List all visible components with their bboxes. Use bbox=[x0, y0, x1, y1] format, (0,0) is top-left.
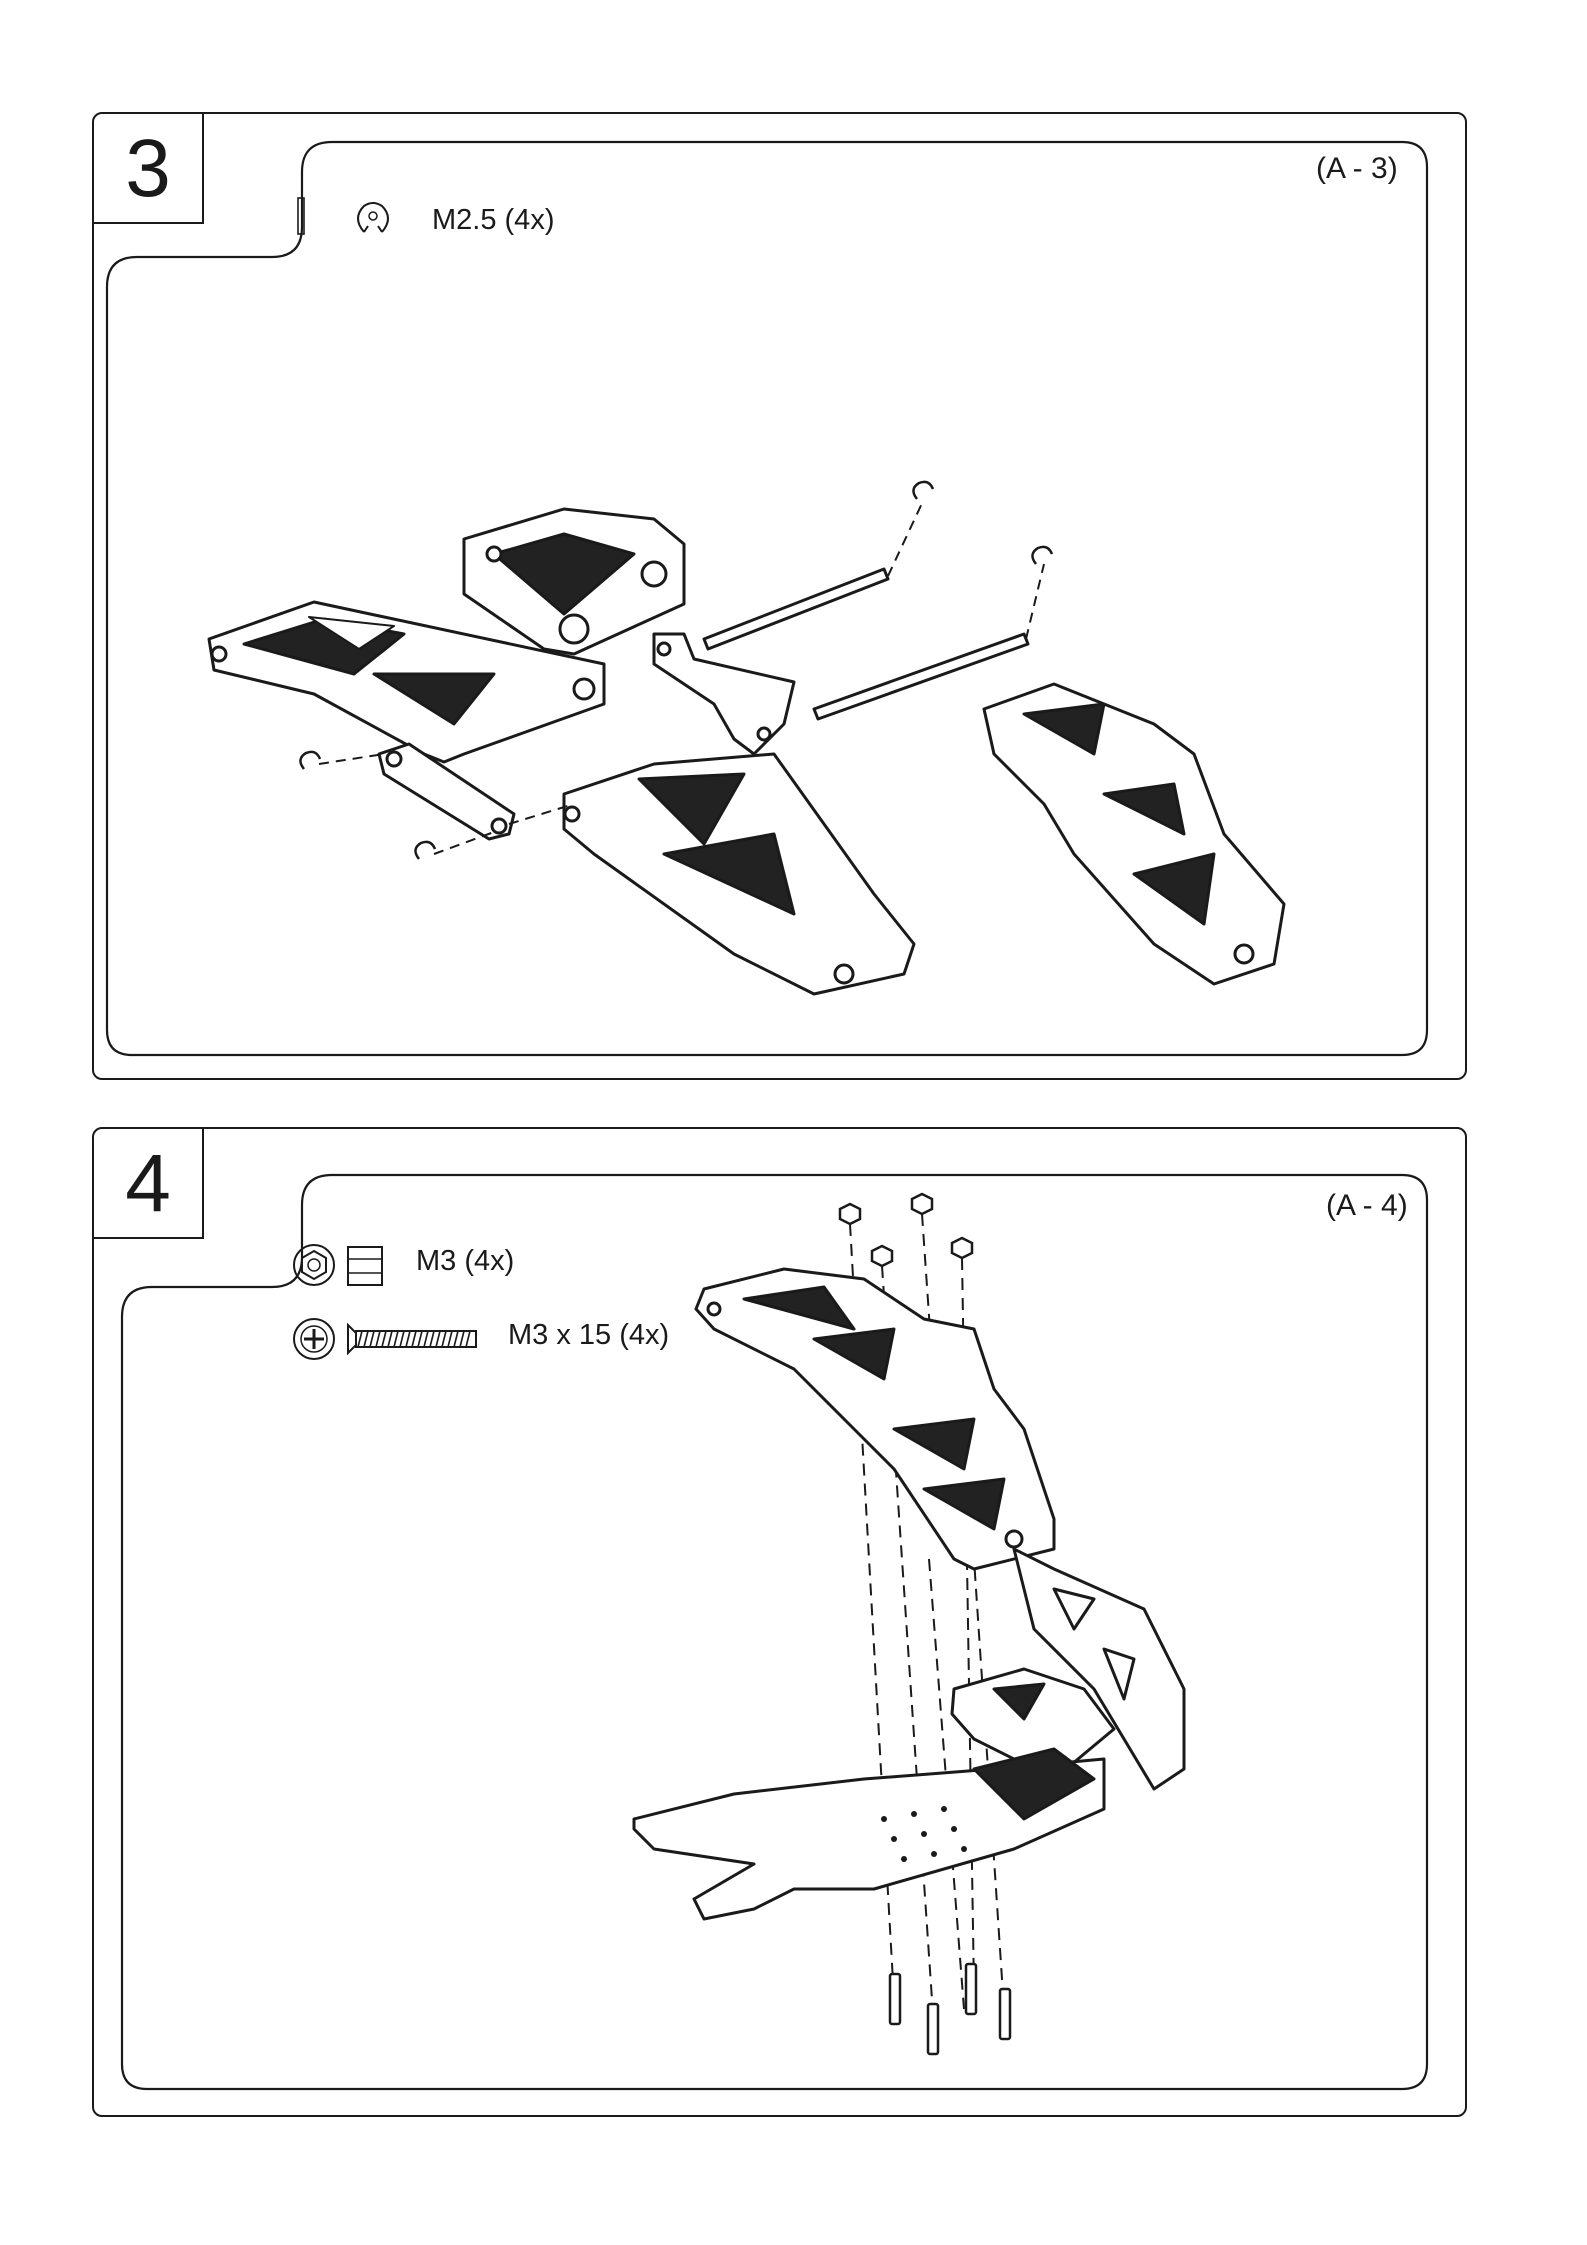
arm-to-chassis-exploded-drawing bbox=[94, 1129, 1469, 2119]
suspension-arm-exploded-drawing bbox=[94, 114, 1469, 1082]
step-3-panel: 3 (A - 3) M2.5 (4x) bbox=[92, 112, 1467, 1080]
step-4-panel: 4 (A - 4) M3 (4x) M3 x 15 (4x) bbox=[92, 1127, 1467, 2117]
